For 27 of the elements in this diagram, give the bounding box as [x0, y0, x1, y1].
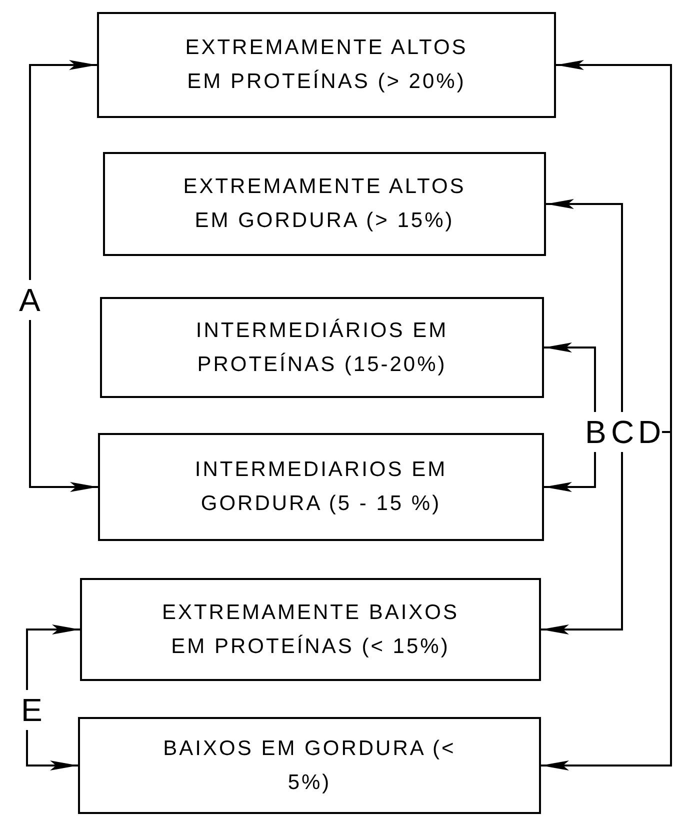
- group-letter: A: [18, 280, 42, 320]
- group-letter: B: [584, 412, 608, 452]
- connector-arrow: [541, 431, 672, 770]
- connector-arrow: [546, 199, 623, 412]
- category-label: INTERMEDIÁRIOS EM PROTEÍNAS (15-20%): [194, 318, 450, 378]
- connector-arrow: [29, 60, 97, 280]
- connector-arrow: [26, 730, 78, 770]
- group-letter: C: [610, 412, 636, 452]
- category-label: EXTREMAMENTE ALTOS EM PROTEÍNAS (> 20%): [184, 35, 469, 95]
- category-label: BAIXOS EM GORDURA (< 5%): [162, 736, 457, 796]
- connector-arrow: [556, 60, 672, 433]
- category-box: [100, 297, 544, 398]
- category-label: INTERMEDIARIOS EM GORDURA (5 - 15 %): [194, 457, 448, 517]
- category-box: [98, 433, 544, 541]
- group-letter: D: [637, 412, 662, 452]
- connector-arrow: [544, 452, 596, 492]
- category-box: [80, 578, 541, 681]
- category-label: EXTREMAMENTE BAIXOS EM PROTEÍNAS (< 15%): [160, 600, 460, 660]
- group-letter: E: [20, 690, 44, 730]
- connector-arrow: [544, 342, 596, 412]
- connector-arrow: [29, 320, 98, 492]
- connector-arrow: [541, 452, 623, 634]
- connector-arrow: [26, 624, 80, 690]
- category-box: [78, 717, 541, 814]
- category-label: EXTREMAMENTE ALTOS EM GORDURA (> 15%): [182, 174, 467, 234]
- category-box: [97, 12, 556, 118]
- category-box: [103, 152, 546, 256]
